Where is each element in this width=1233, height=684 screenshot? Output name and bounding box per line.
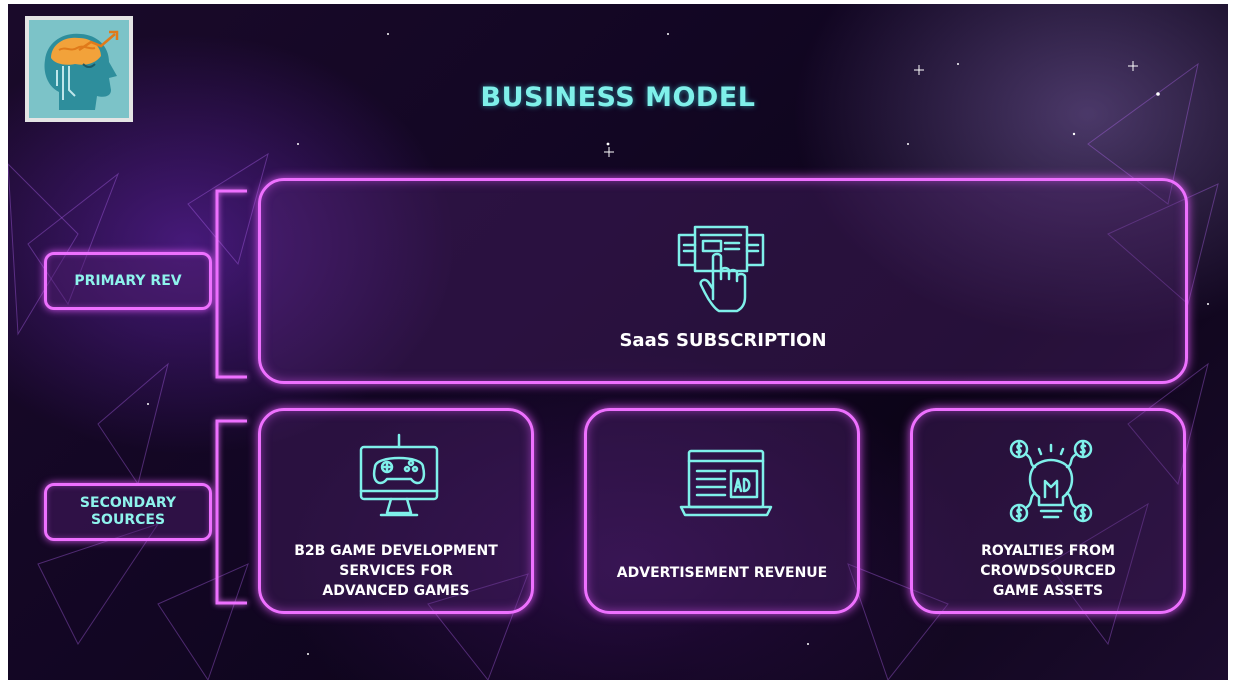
royalties-label-line3: GAME ASSETS — [992, 583, 1104, 599]
royalties-label-line1: ROYALTIES FROM — [981, 543, 1115, 559]
b2b-label-line3: ADVANCED GAMES — [322, 583, 470, 599]
brain-head-logo-icon — [29, 20, 129, 118]
primary-bracket — [211, 188, 251, 385]
b2b-label-line2: SERVICES FOR — [339, 563, 453, 579]
secondary-sources-label-line1: SECONDARY — [79, 495, 177, 511]
royalties-label: ROYALTIES FROM CROWDSOURCED GAME ASSETS — [913, 541, 1183, 601]
royalties-box: ROYALTIES FROM CROWDSOURCED GAME ASSETS — [910, 408, 1186, 614]
advertisement-revenue-label: ADVERTISEMENT REVENUE — [616, 565, 828, 581]
b2b-services-label: B2B GAME DEVELOPMENT SERVICES FOR ADVANC… — [261, 541, 531, 601]
secondary-bracket — [211, 418, 251, 611]
secondary-sources-tag: SECONDARY SOURCES — [44, 483, 212, 541]
slide: BUSINESS MODEL PRIMARY REV SaaS SUBSCRIP… — [8, 4, 1228, 680]
page-title: BUSINESS MODEL — [480, 82, 756, 113]
b2b-label-line1: B2B GAME DEVELOPMENT — [294, 543, 498, 559]
saas-subscription-label: SaaS SUBSCRIPTION — [619, 330, 827, 351]
background-decoration — [8, 33, 1219, 680]
b2b-services-box: B2B GAME DEVELOPMENT SERVICES FOR ADVANC… — [258, 408, 534, 614]
primary-rev-label: PRIMARY REV — [74, 272, 182, 289]
advertisement-revenue-box: ADVERTISEMENT REVENUE — [584, 408, 860, 614]
lightbulb-money-icon — [1009, 439, 1093, 523]
saas-subscription-box: SaaS SUBSCRIPTION — [258, 178, 1188, 384]
monitor-gamepad-icon — [359, 433, 439, 517]
touchscreen-hand-icon — [677, 225, 765, 313]
secondary-sources-label-line2: SOURCES — [90, 512, 166, 528]
laptop-ad-icon — [679, 449, 773, 517]
logo — [25, 16, 133, 122]
primary-rev-tag: PRIMARY REV — [44, 252, 212, 310]
royalties-label-line2: CROWDSOURCED — [980, 563, 1116, 579]
